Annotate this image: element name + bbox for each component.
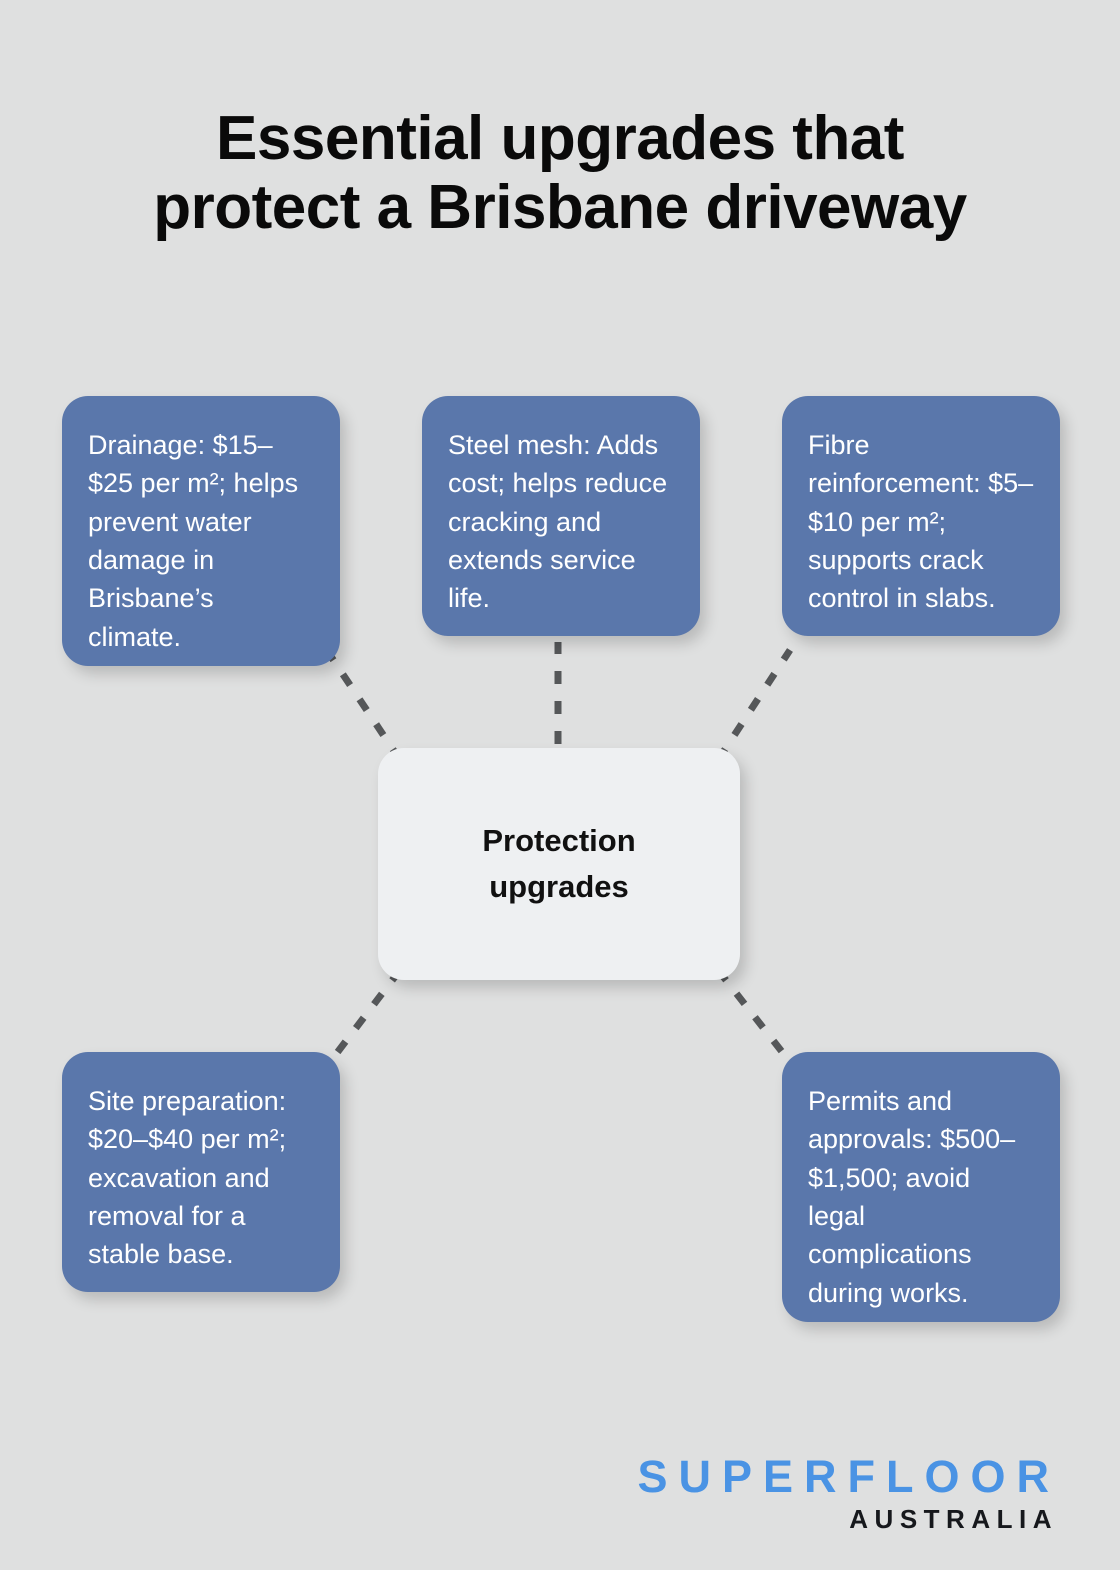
node-card-permits-and-approvals-text: Permits and approvals: $500–$1,500; avoi… [808,1086,1016,1308]
page-title-line-1: Essential upgrades that [216,104,904,173]
node-card-steel-mesh-text: Steel mesh: Adds cost; helps reduce crac… [448,430,668,614]
connector-center-to-site-prep [327,967,403,1065]
brand-logo-region: AUSTRALIA [849,1504,1058,1534]
node-card-center-protection-upgrades[interactable]: Protection upgrades [378,748,740,980]
brand-logo-wordmark: SUPERFLOOR [637,1451,1060,1502]
node-card-permits-and-approvals[interactable]: Permits and approvals: $500–$1,500; avoi… [782,1052,1060,1322]
connector-center-to-drainage [327,653,403,762]
page-title: Essential upgrades that protect a Brisba… [60,104,1060,243]
node-card-drainage-text: Drainage: $15–$25 per m²; helps prevent … [88,430,299,652]
page-title-line-2: protect a Brisbane driveway [153,173,967,243]
center-node-label-line-2: upgrades [489,869,629,904]
brand-logo: SUPERFLOOR AUSTRALIA [637,1454,1060,1532]
connector-center-to-fibre [715,648,793,762]
center-node-label-line-1: Protection [482,822,636,858]
node-card-site-preparation-text: Site preparation: $20–$40 per m²; excava… [88,1086,287,1270]
node-card-steel-mesh[interactable]: Steel mesh: Adds cost; helps reduce crac… [422,396,700,636]
node-card-site-preparation[interactable]: Site preparation: $20–$40 per m²; excava… [62,1052,340,1292]
connector-center-to-permits [715,967,793,1065]
center-node-label: Protection upgrades [482,818,635,911]
node-card-drainage[interactable]: Drainage: $15–$25 per m²; helps prevent … [62,396,340,666]
node-card-fibre-reinforcement-text: Fibre reinforcement: $5–$10 per m²; supp… [808,430,1034,614]
node-card-fibre-reinforcement[interactable]: Fibre reinforcement: $5–$10 per m²; supp… [782,396,1060,636]
